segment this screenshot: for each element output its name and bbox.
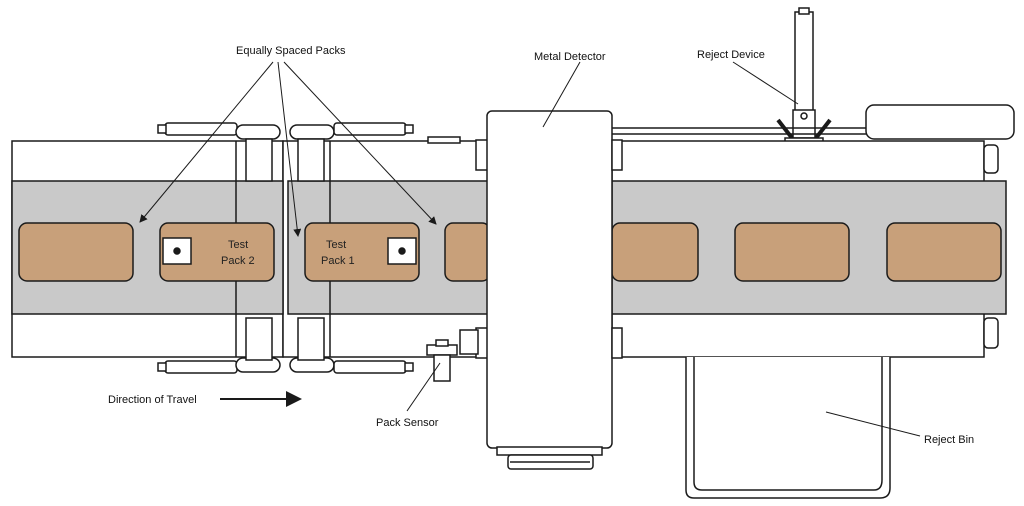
test-pack-2-label-line2: Pack 2	[221, 255, 255, 267]
test-pack-2-label-line1: Test	[228, 239, 248, 251]
label-direction-of-travel: Direction of Travel	[108, 394, 197, 406]
metal-detector-housing	[486, 110, 613, 449]
label-equally-spaced-packs: Equally Spaced Packs	[236, 45, 346, 57]
pack	[734, 222, 850, 282]
label-metal-detector: Metal Detector	[534, 51, 606, 63]
test-pack-1-label-line1: Test	[326, 239, 346, 251]
reject-bin	[685, 357, 891, 499]
label-reject-device: Reject Device	[697, 49, 765, 61]
label-pack-sensor: Pack Sensor	[376, 417, 439, 429]
pack-sensor	[426, 329, 479, 382]
test-pack-1-label-line2: Pack 1	[321, 255, 355, 267]
pack	[886, 222, 1002, 282]
callout-lines	[139, 61, 921, 437]
pack	[444, 222, 491, 282]
pack	[611, 222, 699, 282]
packs	[18, 222, 1002, 282]
reject-device-actuator	[865, 104, 1015, 140]
label-reject-bin: Reject Bin	[924, 434, 974, 446]
conveyor-rollers	[157, 122, 414, 374]
reject-device	[757, 7, 1015, 159]
pack	[18, 222, 134, 282]
metal-detector	[475, 110, 623, 470]
test-contaminant-markers	[162, 237, 417, 265]
